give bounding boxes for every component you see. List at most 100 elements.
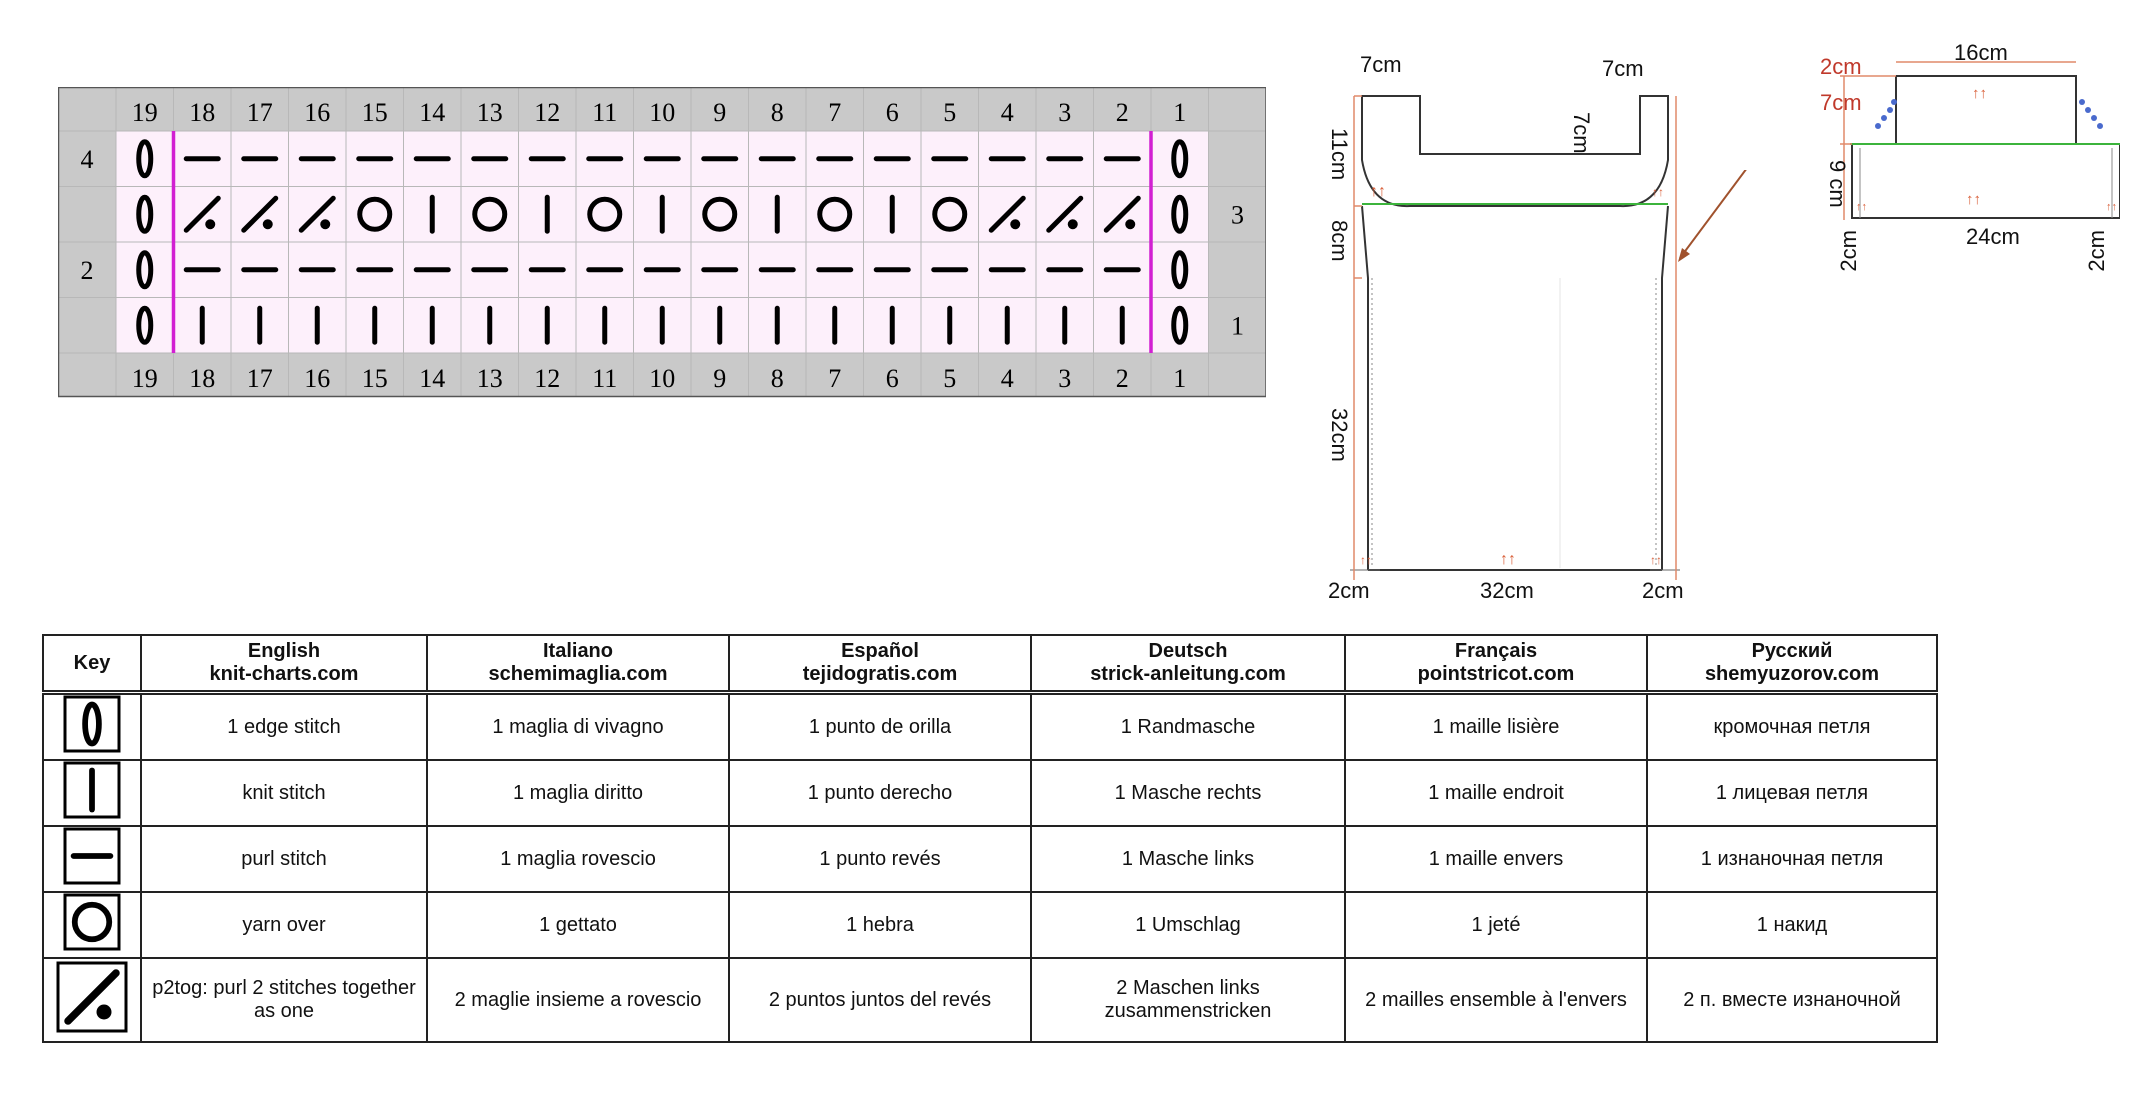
edge-symbol-icon [136, 250, 154, 290]
arrow-mark-icon: ↑↑ [1856, 201, 1867, 213]
arrow-mark-icon: ↑↑ [1500, 551, 1516, 568]
shoulder-left-label: 7cm [1360, 52, 1402, 77]
body-upper-outline [1361, 95, 1669, 208]
column-number-bottom: 6 [886, 364, 899, 393]
column-number-bottom: 16 [304, 364, 330, 393]
p2tog-symbol-icon [988, 195, 1026, 233]
key-description-cell: 2 п. вместе изнаночной [1646, 957, 1938, 1043]
key-description-cell: 2 puntos juntos del revés [728, 957, 1032, 1043]
body-width-label: 32cm [1480, 578, 1534, 603]
key-description-cell: 1 punto de orilla [728, 691, 1032, 761]
key-description-cell: 1 Randmasche [1030, 691, 1346, 761]
column-number-bottom: 10 [649, 364, 675, 393]
column-number-bottom: 5 [943, 364, 956, 393]
column-number-top: 6 [886, 98, 899, 127]
yo-symbol-icon [357, 196, 393, 232]
key-symbol-cell [42, 691, 142, 761]
column-number-bottom: 12 [534, 364, 560, 393]
row-number-right: 3 [1231, 200, 1244, 229]
edge-symbol-icon [1171, 139, 1189, 179]
column-number-top: 15 [362, 98, 388, 127]
key-symbol-box [56, 961, 128, 1033]
yo-symbol-icon [71, 901, 113, 943]
key-description-cell: 1 punto revés [728, 825, 1032, 893]
edge-symbol-icon [1171, 250, 1189, 290]
column-number-top: 5 [943, 98, 956, 127]
key-symbol-box [63, 761, 121, 819]
key-description-cell: 1 maglia di vivagno [426, 691, 730, 761]
key-description-cell: 1 edge stitch [140, 691, 428, 761]
shoulder-right-label: 7cm [1602, 56, 1644, 81]
key-description-cell: 1 maille endroit [1344, 759, 1648, 827]
column-number-bottom: 14 [419, 364, 445, 393]
key-header-line: Español [841, 640, 919, 662]
column-number-top: 3 [1058, 98, 1071, 127]
key-header-line: Key [73, 651, 111, 674]
key-description-cell: p2tog: purl 2 stitches together as one [140, 957, 428, 1043]
neck-depth-label: 7cm [1569, 112, 1594, 154]
key-description-cell: 2 maglie insieme a rovescio [426, 957, 730, 1043]
yo-symbol-icon [472, 196, 508, 232]
sleeve-edge-left-label: 2cm [1836, 230, 1861, 272]
arrow-mark-icon: ↑↑ [1966, 191, 1981, 208]
key-header-line: Русский [1751, 640, 1833, 662]
column-number-bottom: 4 [1001, 364, 1014, 393]
column-number-top: 7 [828, 98, 841, 127]
key-description-cell: 1 jeté [1344, 891, 1648, 959]
row-number-right: 1 [1231, 311, 1244, 340]
key-header-line: pointstricot.com [1417, 663, 1575, 685]
p2tog-symbol-icon [183, 195, 221, 233]
body-right-side [1661, 205, 1669, 570]
key-header-line: Français [1454, 640, 1538, 662]
arrow-mark-icon: ↑↑ [1360, 553, 1372, 567]
key-description-cell: 1 punto derecho [728, 759, 1032, 827]
sleeve-top-outline [1896, 75, 2077, 144]
column-number-bottom: 19 [132, 364, 158, 393]
armhole-shaping-label: 8cm [1327, 220, 1352, 262]
edge-symbol-icon [136, 194, 154, 234]
key-description-cell: 1 maglia rovescio [426, 825, 730, 893]
key-symbol-box [63, 827, 121, 885]
key-description-cell: purl stitch [140, 825, 428, 893]
key-header-line: tejidogratis.com [802, 663, 958, 685]
column-number-top: 12 [534, 98, 560, 127]
arrow-mark-icon: ↑↑ [2106, 201, 2117, 213]
key-description-cell: 1 лицевая петля [1646, 759, 1938, 827]
key-header-cell: Key [42, 634, 142, 695]
p2tog-symbol-icon [64, 969, 120, 1025]
key-description-cell: 2 mailles ensemble à l'envers [1344, 957, 1648, 1043]
yo-symbol-icon [587, 196, 623, 232]
key-description-cell: 1 gettato [426, 891, 730, 959]
sleeve-bottom-outline [1851, 143, 2120, 219]
column-number-bottom: 13 [477, 364, 503, 393]
sleeve-schematic: ↑↑ ↑↑ ↑↑ ↑↑ 2cm 7cm 16cm 9 cm 24cm 2cm 2… [1820, 40, 2120, 272]
key-description-cell: 1 maglia diritto [426, 759, 730, 827]
column-number-top: 4 [1001, 98, 1014, 127]
body-schematic: ↑↑ ↑↑ ↑↑ ↑↑ ↑↑ 7cm 7cm 7cm 11cm 8cm 32cm… [1327, 52, 1684, 603]
arrow-mark-icon: ↑↑ [1650, 553, 1662, 567]
key-description-cell: 1 hebra [728, 891, 1032, 959]
key-symbol-cell [42, 825, 142, 893]
yo-symbol-icon [702, 196, 738, 232]
sleeve-height-label: 9 cm [1825, 160, 1850, 208]
edge-symbol-icon [136, 305, 154, 345]
column-number-bottom: 11 [592, 364, 617, 393]
p2tog-symbol-icon [298, 195, 336, 233]
armhole-height-label: 11cm [1327, 128, 1352, 180]
edge-symbol-icon [1171, 305, 1189, 345]
key-description-cell: 1 maille lisière [1344, 691, 1648, 761]
key-description-cell: 1 изнаночная петля [1646, 825, 1938, 893]
key-header-line: strick-anleitung.com [1090, 663, 1286, 685]
column-number-bottom: 15 [362, 364, 388, 393]
